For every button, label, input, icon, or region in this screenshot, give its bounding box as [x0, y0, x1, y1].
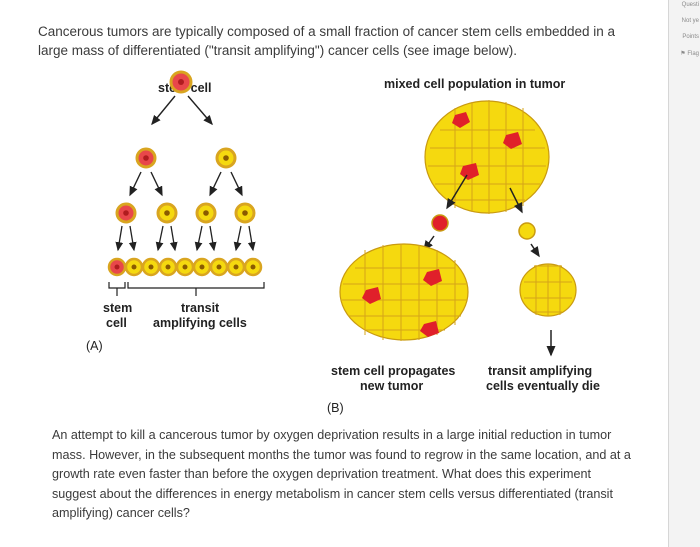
flag-icon: ⚑ — [680, 51, 688, 57]
label-stem-line2: cell — [106, 316, 127, 330]
panel-a-label: (A) — [86, 339, 103, 353]
label-propagates-line2: new tumor — [360, 379, 423, 393]
sidebar-flag-button[interactable]: ⚑ Flag — [680, 51, 699, 57]
released-transit-cell — [518, 222, 536, 240]
question-sidebar: Questi Not ye Points ⚑ Flag — [668, 0, 700, 547]
question-page: Cancerous tumors are typically composed … — [0, 0, 668, 547]
tumor-figure: stem cell — [86, 70, 600, 415]
lineage-tree — [115, 70, 256, 252]
panel-b-title: mixed cell population in tumor — [384, 77, 565, 91]
panel-b-label: (B) — [327, 401, 344, 415]
question-text: An attempt to kill a cancerous tumor by … — [52, 428, 631, 520]
intro-text: Cancerous tumors are typically composed … — [38, 24, 616, 58]
label-die-line2: cells eventually die — [486, 379, 600, 393]
label-die-line1: transit amplifying — [488, 364, 592, 378]
released-stem-cell — [431, 214, 449, 232]
new-tumor — [339, 243, 469, 341]
sidebar-question-label: Questi — [681, 2, 699, 8]
cell-row — [107, 257, 263, 277]
sidebar-points-label: Points — [682, 34, 699, 40]
small-tumor — [519, 263, 577, 317]
label-propagates-line1: stem cell propagates — [331, 364, 455, 378]
sidebar-status-label: Not ye — [681, 18, 699, 24]
top-tumor — [424, 100, 550, 214]
label-transit-line1: transit — [181, 301, 220, 315]
label-transit-line2: amplifying cells — [153, 316, 247, 330]
label-stem-line1: stem — [103, 301, 132, 315]
